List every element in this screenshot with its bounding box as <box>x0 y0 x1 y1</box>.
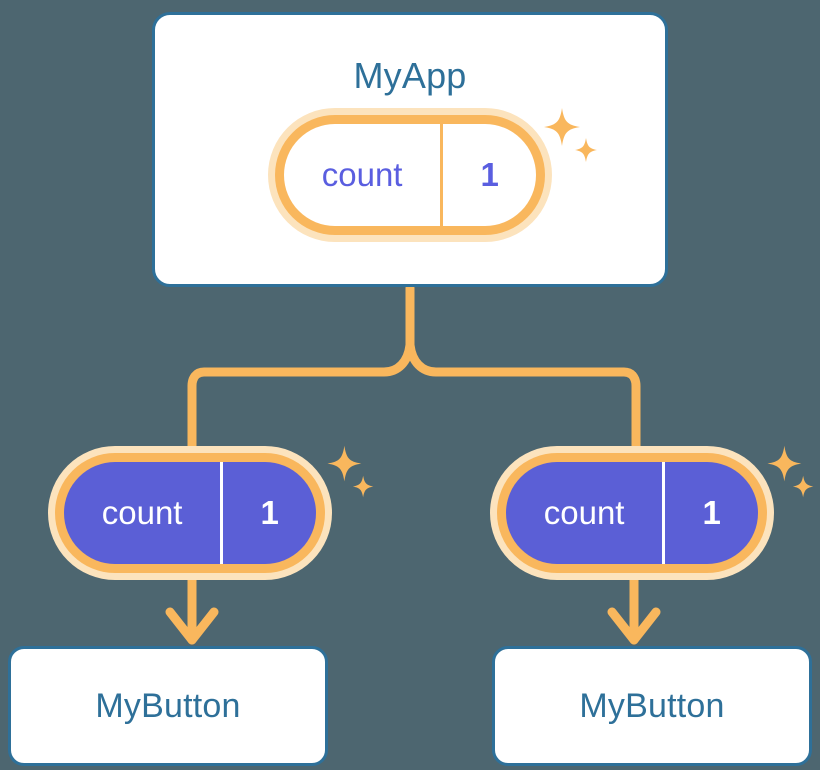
signal-value: 1 <box>662 462 758 564</box>
signal-value: 1 <box>220 462 316 564</box>
mybutton-card-right: MyButton <box>492 646 812 766</box>
signal-pill-body: count 1 <box>506 462 758 564</box>
signal-pill-right: count 1 <box>490 446 774 580</box>
mybutton-label: MyButton <box>579 686 725 725</box>
page-title: MyApp <box>353 55 467 96</box>
signal-value: 1 <box>440 124 536 226</box>
arrow-head-left <box>165 607 219 645</box>
connector-branch-left <box>187 340 415 453</box>
signal-pill-left: count 1 <box>48 446 332 580</box>
signal-pill-body: count 1 <box>64 462 316 564</box>
signal-name: count <box>321 156 403 193</box>
signal-pill-myapp: count 1 <box>268 108 552 242</box>
signal-name: count <box>101 494 183 531</box>
signal-name: count <box>543 494 625 531</box>
mybutton-label: MyButton <box>95 686 241 725</box>
signal-pill-body: count 1 <box>284 124 536 226</box>
connector-branch-right <box>405 340 641 453</box>
arrow-head-right <box>607 607 661 645</box>
mybutton-card-left: MyButton <box>8 646 328 766</box>
